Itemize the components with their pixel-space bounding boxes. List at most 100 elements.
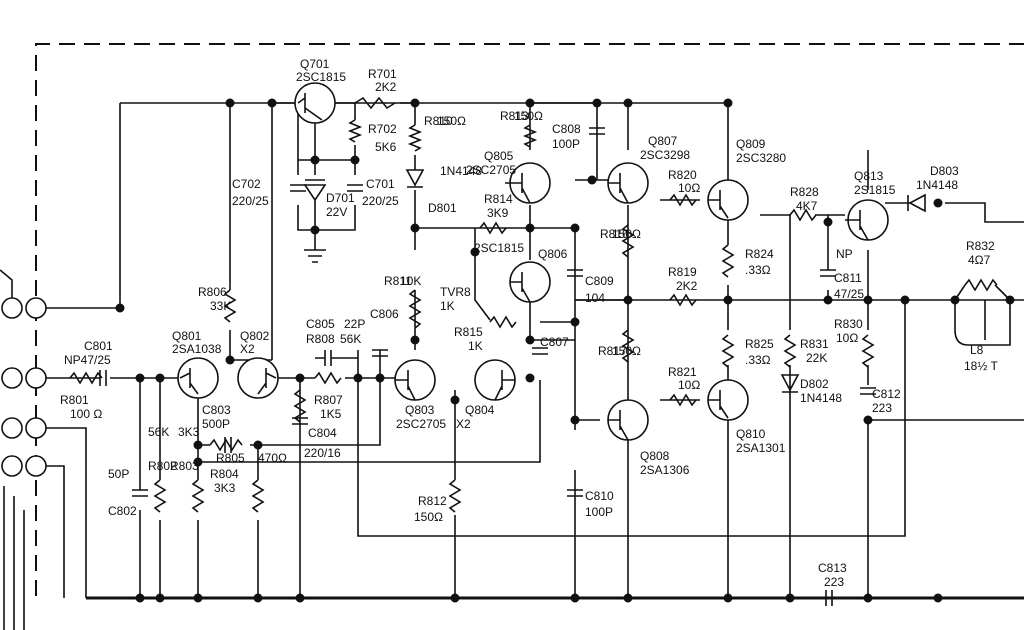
r831-ref: R831 <box>800 337 829 351</box>
q813-type: 2S1815 <box>854 183 896 197</box>
r817-ref: R817 <box>598 344 627 358</box>
c804-ref: C804 <box>308 426 337 440</box>
r803-ref: R803 <box>170 459 199 473</box>
r816-value: 150Ω <box>612 227 641 241</box>
c813-value: 223 <box>824 575 844 589</box>
r830-value: 10Ω <box>836 331 858 345</box>
r816-ref: R816 <box>600 227 629 241</box>
c812-ref: C812 <box>872 387 901 401</box>
r804-ref: R804 <box>210 467 239 481</box>
r831-value: 22K <box>806 351 827 365</box>
r821-value: 10Ω <box>678 378 700 392</box>
q806-ref: Q806 <box>538 247 568 261</box>
c810-value: 100P <box>585 505 613 519</box>
d802-value: 1N4148 <box>800 391 842 405</box>
q805-ref: Q805 <box>484 149 514 163</box>
c801-value: NP47/25 <box>64 353 111 367</box>
d801-ref: D801 <box>428 201 457 215</box>
q805-type: 2SC2705 <box>466 163 516 177</box>
q801-body <box>177 357 219 399</box>
c803-value: 500P <box>202 417 230 431</box>
r830-ref: R830 <box>834 317 863 331</box>
r811-value: 10K <box>400 274 421 288</box>
tvr8-value: 1K <box>440 299 455 313</box>
c813-ref: C813 <box>818 561 847 575</box>
c809-ref: C809 <box>585 274 614 288</box>
q807-body <box>607 162 649 204</box>
r810-ref: R810 <box>424 114 453 128</box>
q808-ref: Q808 <box>640 449 670 463</box>
c806-ref: C806 <box>370 307 399 321</box>
r701-ref: R701 <box>368 67 397 81</box>
q804-type: X2 <box>456 417 471 431</box>
r812-ref: R812 <box>418 494 447 508</box>
d701-ref: D701 <box>326 191 355 205</box>
c802-ref: C802 <box>108 504 137 518</box>
c701-ref: C701 <box>366 177 395 191</box>
c805-ref: C805 <box>306 317 335 331</box>
c809-value: 104 <box>585 291 605 305</box>
r701-value: 2K2 <box>375 80 397 94</box>
q808-body <box>607 399 649 441</box>
q807-ref: Q807 <box>648 134 678 148</box>
c808-value: 100P <box>552 137 580 151</box>
r811-ref: R811 <box>384 274 412 288</box>
r807-ref: R807 <box>314 393 343 407</box>
r808-ref: R808 <box>306 332 335 346</box>
r801-ref: R801 <box>60 393 89 407</box>
q803-type: 2SC2705 <box>396 417 446 431</box>
q803-body <box>394 359 436 401</box>
capacitor-labels: C701 220/25 C702 220/25 C801 NP47/25 C80… <box>64 122 901 589</box>
r814-value: 3K9 <box>487 206 509 220</box>
r806-ref: R806 <box>198 285 227 299</box>
r815-value: 1K <box>468 339 483 353</box>
q808-type: 2SA1306 <box>640 463 690 477</box>
c810-ref: C810 <box>585 489 614 503</box>
q810-body <box>707 379 749 421</box>
np-label: NP <box>836 247 853 261</box>
q806-body <box>509 261 551 303</box>
d802-ref: D802 <box>800 377 829 391</box>
q809-type: 2SC3280 <box>736 151 786 165</box>
r804-value: 3K3 <box>214 481 236 495</box>
q802-body <box>237 357 279 399</box>
r817-value: 150Ω <box>612 344 641 358</box>
r828-value: 4K7 <box>796 199 818 213</box>
c811-ref: C811 <box>834 271 862 285</box>
l8-value: 18½ T <box>964 359 998 373</box>
r813-value: 150Ω <box>514 109 543 123</box>
c808-ref: C808 <box>552 122 581 136</box>
r807-value: 1K5 <box>320 407 342 421</box>
r824-ref: R824 <box>745 247 774 261</box>
r803-value: 3K3 <box>178 425 200 439</box>
q807-type: 2SC3298 <box>640 148 690 162</box>
r813-ref: R813 <box>500 109 529 123</box>
r812-value: 150Ω <box>414 510 443 524</box>
c811-value: 47/25 <box>834 287 864 301</box>
q813-ref: Q813 <box>854 169 884 183</box>
q809-ref: Q809 <box>736 137 766 151</box>
r802-value: 56K <box>148 425 169 439</box>
q701-body <box>294 82 336 124</box>
r815-ref: R815 <box>454 325 483 339</box>
c801-ref: C801 <box>84 339 113 353</box>
r819-ref: R819 <box>668 265 697 279</box>
r825-value: .33Ω <box>745 353 771 367</box>
r825-ref: R825 <box>745 337 774 351</box>
d803-line <box>945 202 1024 223</box>
q701-type: 2SC1815 <box>296 70 346 84</box>
q803-ref: Q803 <box>405 403 435 417</box>
r805-value: 470Ω <box>258 451 287 465</box>
capacitor-symbols <box>99 127 876 606</box>
r819-value: 2K2 <box>676 279 698 293</box>
feedback-line <box>357 300 906 537</box>
r828-ref: R828 <box>790 185 819 199</box>
l8-ref: L8 <box>970 343 984 357</box>
c804-value: 220/16 <box>304 446 341 460</box>
r810-value: 150Ω <box>437 114 466 128</box>
r802-ref: R802 <box>148 459 177 473</box>
junction-dots <box>115 98 1015 603</box>
q802-ref: Q802 <box>240 329 270 343</box>
q801-ref: Q801 <box>172 329 202 343</box>
